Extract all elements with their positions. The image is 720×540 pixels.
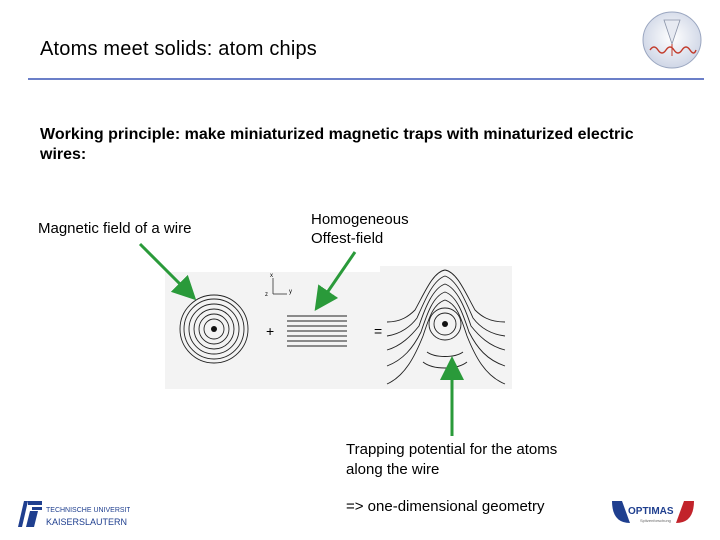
- axis-x-label: x: [270, 273, 273, 279]
- plus-sign: +: [266, 323, 274, 339]
- label-geometry: => one-dimensional geometry: [346, 498, 544, 515]
- label-trap-line2: along the wire: [346, 460, 557, 480]
- optimas-wordmark: OPTIMAS: [628, 506, 674, 517]
- wire-cross-section: [211, 326, 217, 332]
- optimas-logo: OPTIMAS Spitzen­forschung: [610, 497, 696, 527]
- axis-z-label: z: [265, 292, 268, 298]
- tu-line1: TECHNISCHE UNIVERSITÄT: [46, 506, 130, 514]
- label-trap-line1: Trapping potential for the atoms: [346, 440, 557, 460]
- axis-y-label: y: [289, 289, 292, 295]
- label-trapping-potential: Trapping potential for the atoms along t…: [346, 440, 557, 480]
- label-offset-field: Homogeneous Offest-field: [311, 210, 409, 248]
- title-divider: [28, 78, 704, 80]
- field-superposition-figure: x y z + =: [165, 266, 512, 389]
- cone-wave-icon: [640, 10, 704, 74]
- equals-sign: =: [374, 323, 382, 339]
- optimas-subline: Spitzen­forschung: [640, 518, 671, 523]
- tu-line2: KAISERSLAUTERN: [46, 517, 127, 527]
- label-wire-field: Magnetic field of a wire: [38, 220, 191, 237]
- label-offset-line2: Offest-field: [311, 229, 409, 248]
- trap-wire-cross-section: [442, 321, 448, 327]
- tu-kaiserslautern-logo: TECHNISCHE UNIVERSITÄT KAISERSLAUTERN: [14, 497, 130, 531]
- label-offset-line1: Homogeneous: [311, 210, 409, 229]
- slide-title: Atoms meet solids: atom chips: [40, 38, 317, 61]
- working-principle-text: Working principle: make miniaturized mag…: [40, 125, 680, 165]
